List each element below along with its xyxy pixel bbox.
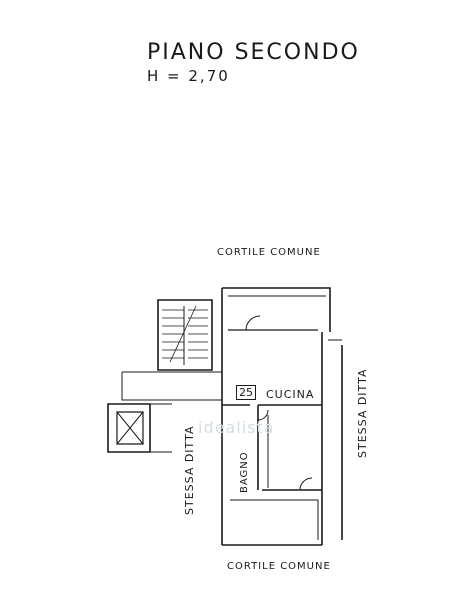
- outer-wall-top: [222, 287, 331, 332]
- elevator-shaft: [107, 403, 151, 453]
- inner-wall-bottom-room: [230, 499, 319, 540]
- room-number-badge: 25: [236, 385, 256, 400]
- elevator-side: [150, 403, 172, 453]
- landing-outline: [121, 371, 222, 401]
- bathroom-label: BAGNO: [239, 451, 250, 493]
- door-swing-3: [257, 409, 269, 421]
- courtyard-top-label: CORTILE COMUNE: [217, 247, 321, 258]
- same-company-right-label: STESSA DITTA: [356, 368, 369, 458]
- elevator-cross: [116, 411, 144, 445]
- stair-outline: [157, 299, 213, 371]
- same-company-left-label: STESSA DITTA: [183, 425, 196, 515]
- plan-title: PIANO SECONDO: [147, 40, 360, 65]
- courtyard-bottom-label: CORTILE COMUNE: [227, 561, 331, 572]
- door-swing-2: [299, 477, 313, 491]
- door-swing-1: [245, 315, 261, 331]
- kitchen-label: CUCINA: [266, 388, 315, 401]
- ceiling-height-label: H = 2,70: [147, 67, 230, 85]
- watermark-logo: idealista: [198, 418, 275, 437]
